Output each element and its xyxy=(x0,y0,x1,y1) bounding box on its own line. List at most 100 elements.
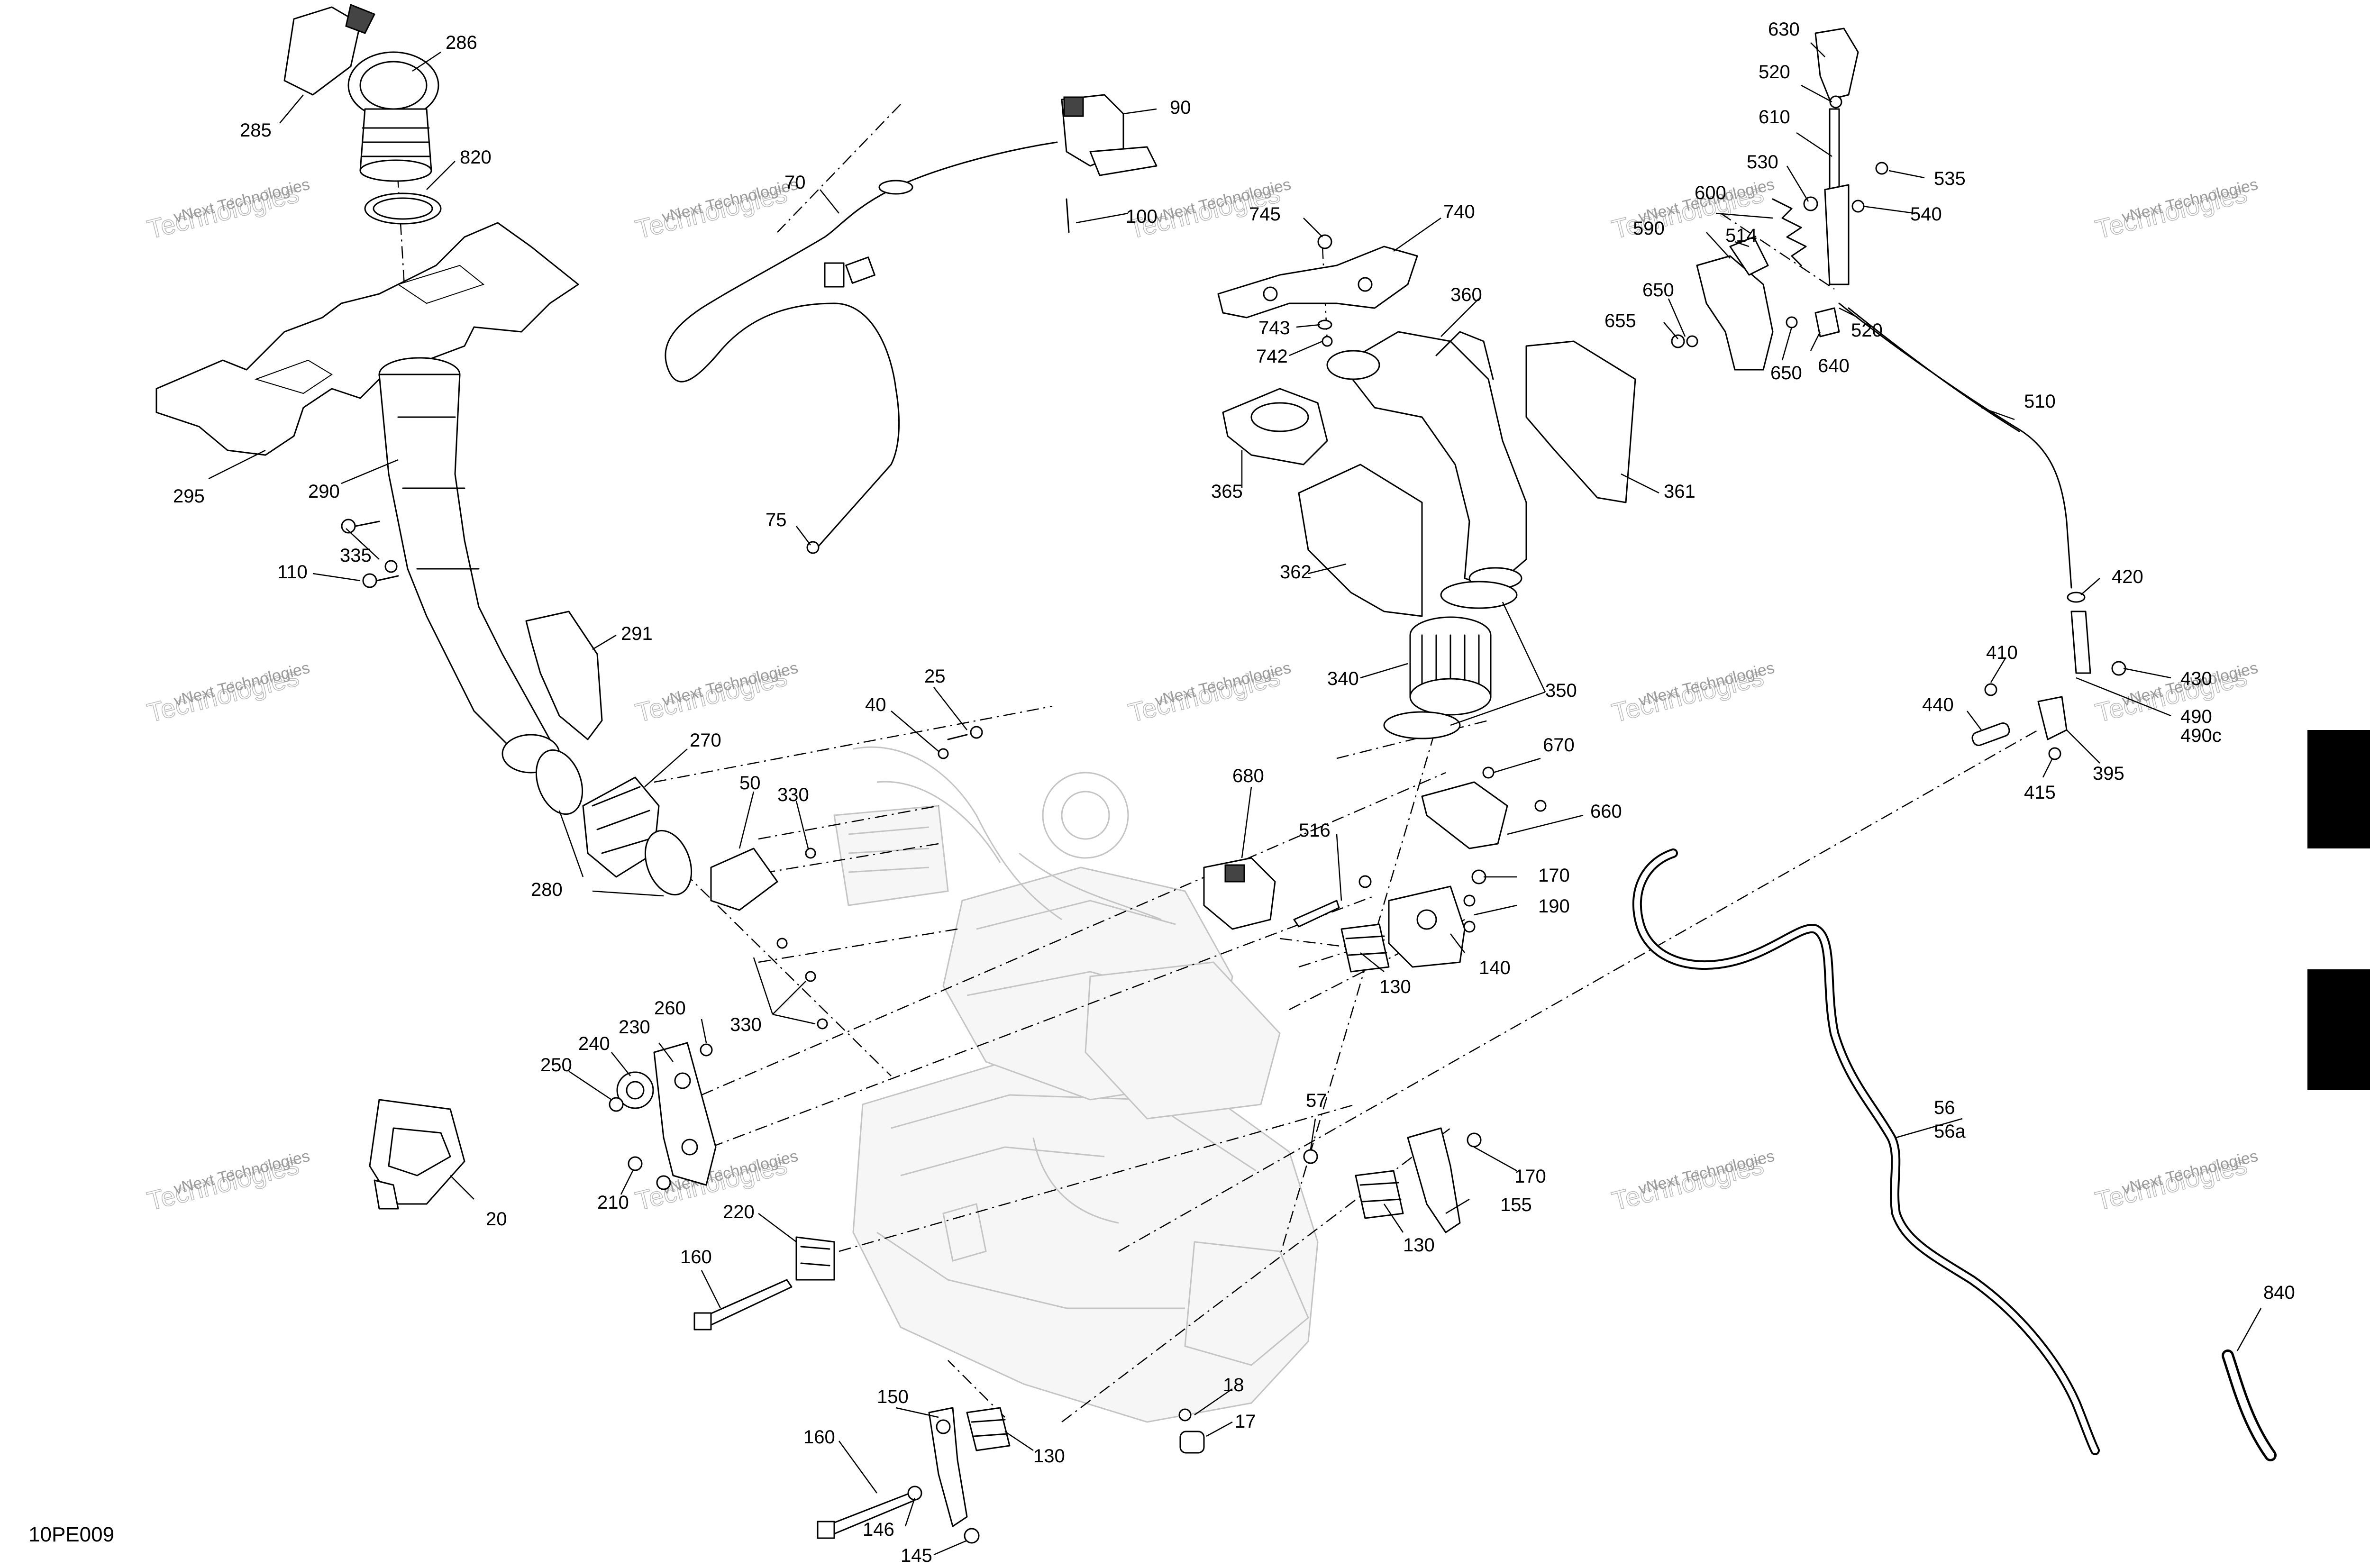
cover-660 xyxy=(1421,781,1508,849)
label-350: 350 xyxy=(1545,680,1577,701)
bolt-25 xyxy=(970,726,983,739)
nut-145 xyxy=(964,1528,980,1544)
label-650a: 650 xyxy=(1642,280,1674,301)
label-430: 430 xyxy=(2180,668,2212,689)
lever-514 xyxy=(1729,236,1769,276)
watermark-tile: Technologies vNext Technologies xyxy=(144,175,312,245)
heat-shield-362 xyxy=(1298,464,1423,617)
engine-mount-130 xyxy=(966,1407,1011,1451)
label-270: 270 xyxy=(690,730,721,751)
label-520a: 520 xyxy=(1759,62,1790,82)
shift-rod-510 xyxy=(1838,302,2072,589)
bolt-110 xyxy=(341,519,399,588)
watermark-tile: Technologies vNext Technologies xyxy=(632,659,800,729)
label-395: 395 xyxy=(2093,763,2124,784)
label-75: 75 xyxy=(766,510,787,530)
label-57: 57 xyxy=(1306,1090,1327,1111)
bracket-740 xyxy=(1217,246,1418,319)
plate-50 xyxy=(710,848,778,911)
nut-745 xyxy=(1317,234,1332,249)
label-170a: 170 xyxy=(1514,1166,1546,1187)
watermark-tile: Technologies vNext Technologies xyxy=(2092,175,2260,245)
label-291: 291 xyxy=(621,623,653,644)
lever-395 xyxy=(2037,696,2068,740)
label-280: 280 xyxy=(531,879,563,900)
bolt-210 xyxy=(628,1156,643,1171)
throttle-cable xyxy=(665,141,1058,551)
section-tab[interactable] xyxy=(2307,969,2370,1090)
label-295: 295 xyxy=(173,486,205,507)
section-tab[interactable] xyxy=(2307,730,2370,848)
mount-bracket-150 xyxy=(928,1407,968,1527)
label-650b: 650 xyxy=(1770,363,1802,383)
screw-100 xyxy=(1066,198,1070,233)
label-510: 510 xyxy=(2024,391,2056,412)
boot-420 xyxy=(2067,592,2086,603)
label-410: 410 xyxy=(1986,642,2018,663)
bolt-190 xyxy=(1463,894,1476,907)
label-146: 146 xyxy=(863,1519,894,1540)
clamp-350 xyxy=(1440,581,1518,609)
label-535: 535 xyxy=(1934,168,1966,189)
shift-lever-610 xyxy=(1829,108,1840,200)
nut-250 xyxy=(609,1097,624,1112)
label-840: 840 xyxy=(2263,1282,2295,1303)
nut-57 xyxy=(1303,1149,1318,1164)
label-415: 415 xyxy=(2024,782,2056,803)
label-190: 190 xyxy=(1538,896,1570,917)
label-365: 365 xyxy=(1211,481,1243,502)
nut-650 xyxy=(1686,335,1698,347)
label-742: 742 xyxy=(1256,346,1288,367)
mount-bracket-140 xyxy=(1388,885,1466,968)
filler-cap xyxy=(283,3,376,96)
nut-170 xyxy=(1467,1132,1482,1148)
label-56a: 56a xyxy=(1934,1121,1966,1142)
nut-520 xyxy=(1829,95,1842,109)
intake-inlet-housing xyxy=(347,51,439,182)
intake-boot xyxy=(525,611,603,740)
label-516: 516 xyxy=(1299,820,1331,841)
hose-clamp xyxy=(644,830,693,896)
label-514: 514 xyxy=(1725,225,1757,246)
bolt-535 xyxy=(1875,162,1888,175)
mounting-plate xyxy=(155,222,579,456)
screw-330 xyxy=(817,1018,828,1030)
nut-650b xyxy=(1786,316,1798,328)
adaptor-365 xyxy=(1222,388,1328,465)
engine-mount-130c xyxy=(1340,923,1390,973)
label-100: 100 xyxy=(1126,206,1158,227)
label-286: 286 xyxy=(446,32,477,53)
label-210: 210 xyxy=(597,1192,629,1213)
label-360: 360 xyxy=(1450,284,1482,305)
pin-440 xyxy=(1971,722,2010,746)
leader-lines xyxy=(208,42,2262,1556)
rod-end-640 xyxy=(1814,307,1840,337)
label-490c: 490c xyxy=(2180,725,2222,746)
label-361: 361 xyxy=(1664,481,1695,502)
label-18: 18 xyxy=(1223,1375,1244,1395)
watermark-tile: Technologies vNext Technologies xyxy=(144,1147,312,1217)
label-145: 145 xyxy=(901,1545,932,1566)
sensor-bracket-680 xyxy=(1203,857,1276,930)
watermark-tile: Technologies vNext Technologies xyxy=(2092,1147,2260,1217)
clip-18 xyxy=(1178,1408,1192,1422)
bolt-655 xyxy=(1671,334,1685,348)
washer-530 xyxy=(1803,196,1818,211)
label-540: 540 xyxy=(1910,204,1942,225)
label-670: 670 xyxy=(1543,735,1575,756)
bolt-516-head xyxy=(1358,875,1372,888)
resonator-box xyxy=(369,1099,465,1210)
label-150: 150 xyxy=(877,1386,909,1407)
label-530: 530 xyxy=(1747,152,1778,173)
label-130b: 130 xyxy=(1403,1235,1435,1256)
bolt-40 xyxy=(938,748,949,759)
hose-clamp xyxy=(535,749,583,815)
label-340: 340 xyxy=(1327,668,1359,689)
label-130a: 130 xyxy=(1033,1446,1065,1467)
label-130c: 130 xyxy=(1379,976,1411,997)
label-20: 20 xyxy=(486,1209,507,1230)
air-intake-duct xyxy=(378,357,560,774)
label-655: 655 xyxy=(1604,310,1636,331)
watermark-tile: Technologies vNext Technologies xyxy=(1609,1147,1777,1217)
